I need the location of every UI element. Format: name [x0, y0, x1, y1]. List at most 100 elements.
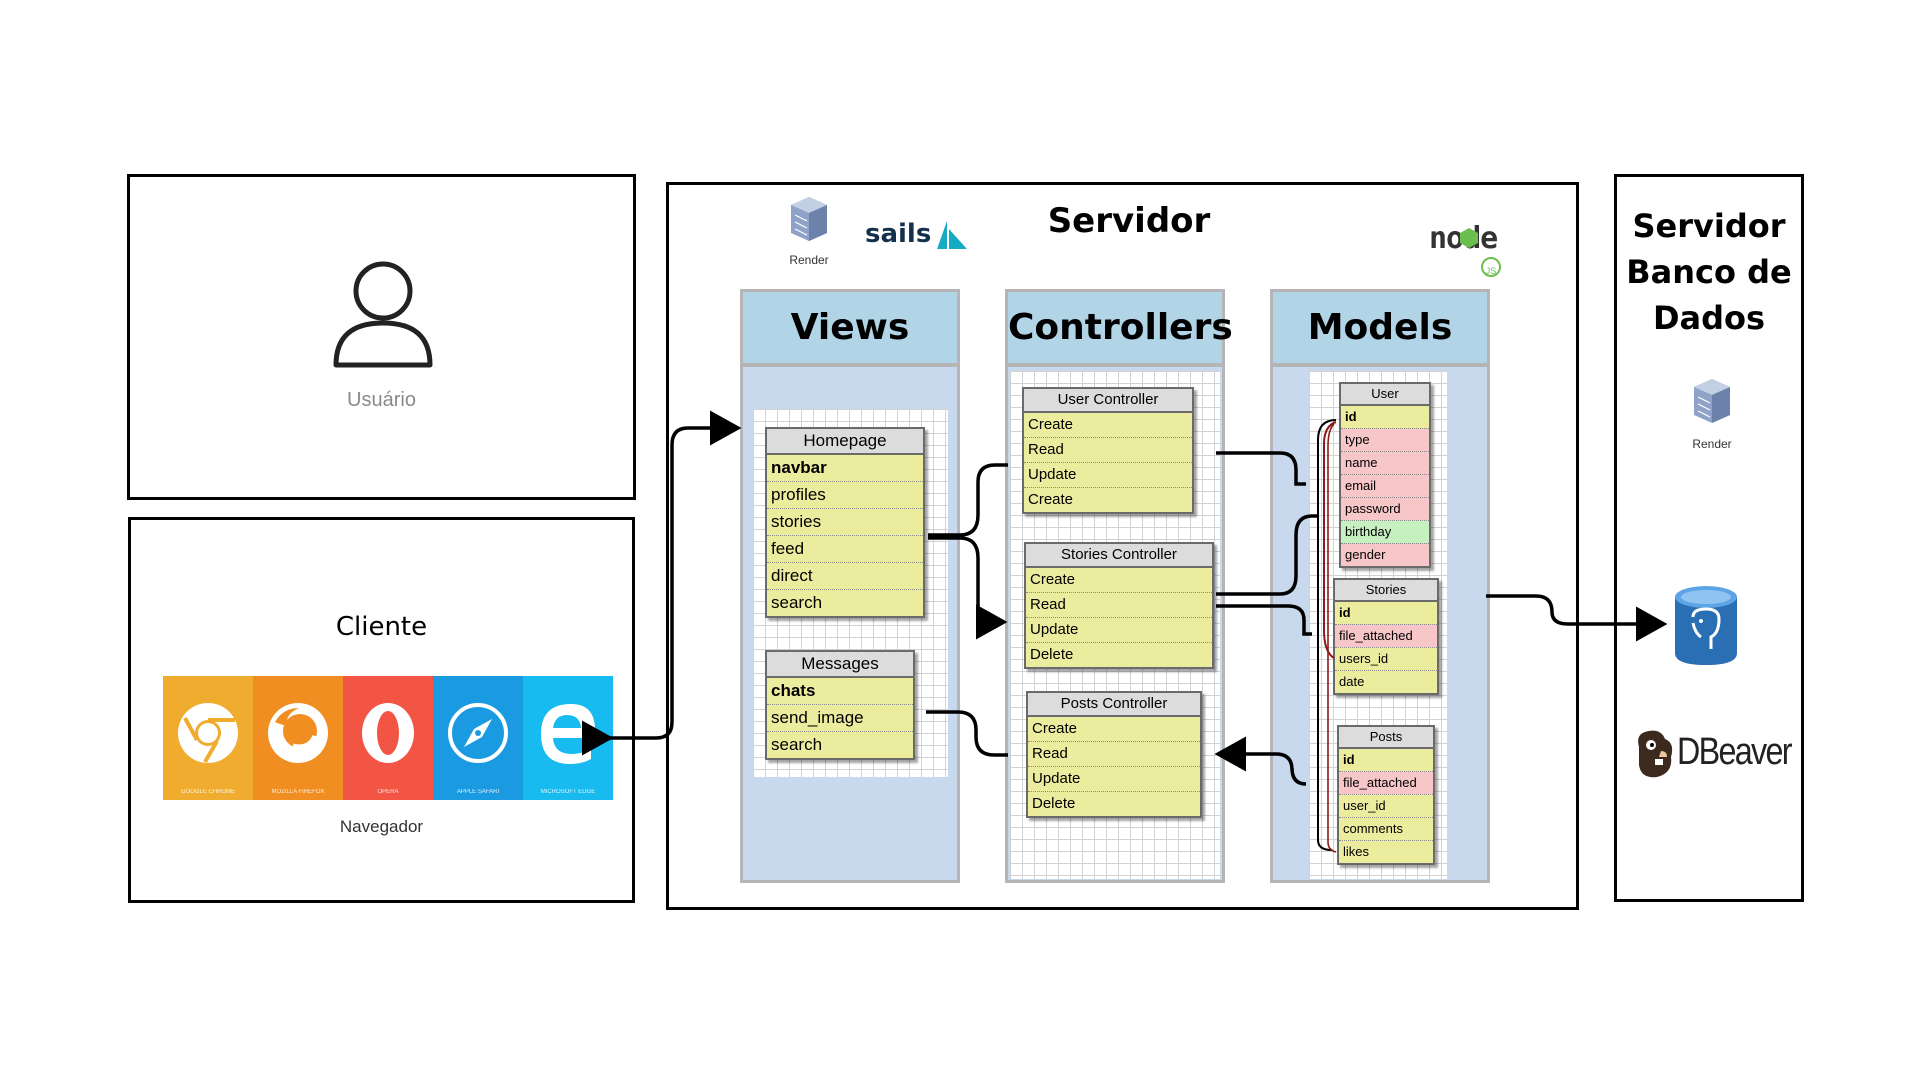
db-title-line-2: Banco de [1626, 253, 1792, 291]
homepage-row-stories: stories [767, 508, 923, 535]
models-column-title: Models [1273, 292, 1487, 367]
stories-controller-row-update: Update [1026, 617, 1212, 642]
messages-row-send-image: send_image [767, 704, 913, 731]
edge-caption: MICROSOFT EDGE [540, 789, 596, 795]
views-column: Views Homepage navbar profiles stories f… [740, 289, 960, 883]
controllers-column-body: User Controller Create Read Update Creat… [1008, 367, 1222, 880]
render-server-icon [791, 197, 827, 241]
user-panel: Usuário [127, 174, 636, 500]
sails-icon [937, 221, 967, 249]
browser-tile-firefox: MOZILLA FIREFOX [253, 676, 343, 800]
user-icon [333, 261, 433, 368]
browser-tile-edge: MICROSOFT EDGE [523, 676, 613, 800]
user-model-row-gender: gender [1341, 543, 1429, 566]
user-controller-row-read: Read [1024, 437, 1192, 462]
dbeaver-label: DBeaver [1677, 731, 1792, 773]
posts-model-row-id: id [1339, 749, 1433, 771]
user-model-row-id: id [1341, 406, 1429, 428]
models-column: Models User id type name email password … [1270, 289, 1490, 883]
posts-model-row-likes: likes [1339, 840, 1433, 863]
browser-tile-safari: APPLE SAFARI [433, 676, 523, 800]
dbeaver-logo: DBeaver [1631, 725, 1801, 781]
messages-table: Messages chats send_image search [765, 650, 915, 760]
messages-row-chats: chats [771, 681, 816, 700]
user-model-row-birthday: birthday [1341, 520, 1429, 543]
posts-controller-table: Posts Controller Create Read Update Dele… [1026, 691, 1202, 818]
browser-tile-chrome: GOOGLE CHROME [163, 676, 253, 800]
stories-model-row-file-attached: file_attached [1335, 624, 1437, 647]
stories-controller-row-read: Read [1026, 592, 1212, 617]
stories-model-row-users-id: users_id [1335, 647, 1437, 670]
messages-title: Messages [767, 652, 913, 678]
posts-controller-row-delete: Delete [1028, 791, 1200, 816]
postgres-db-icon [1675, 586, 1737, 665]
homepage-row-profiles: profiles [767, 481, 923, 508]
stories-controller-row-delete: Delete [1026, 642, 1212, 667]
server-panel: Render sails Servidor node JS Views Home… [666, 182, 1579, 910]
stories-model-row-date: date [1335, 670, 1437, 693]
safari-icon [448, 703, 508, 763]
user-controller-table: User Controller Create Read Update Creat… [1022, 387, 1194, 514]
user-model-row-name: name [1341, 451, 1429, 474]
user-model-title: User [1341, 384, 1429, 406]
firefox-icon [268, 703, 328, 763]
render-label: Render [789, 253, 829, 267]
user-controller-row-update: Update [1024, 462, 1192, 487]
node-logo: node JS [1429, 221, 1539, 281]
db-title: Servidor Banco de Dados [1617, 203, 1801, 341]
browsers-caption: Navegador [339, 817, 424, 836]
sails-label: sails [865, 219, 932, 249]
messages-row-search: search [767, 731, 913, 758]
controllers-column-title: Controllers [1008, 292, 1233, 367]
node-js-badge: JS [1481, 257, 1501, 277]
homepage-row-search: search [767, 589, 923, 616]
user-model-row-password: password [1341, 497, 1429, 520]
posts-model-row-user-id: user_id [1339, 794, 1433, 817]
homepage-title: Homepage [767, 429, 923, 455]
posts-model-table: Posts id file_attached user_id comments … [1337, 725, 1435, 865]
sails-logo: sails [865, 217, 975, 257]
node-hex-icon [1460, 228, 1478, 248]
stories-model-row-id: id [1335, 602, 1437, 624]
user-controller-row-create-2: Create [1024, 487, 1192, 512]
user-model-row-email: email [1341, 474, 1429, 497]
user-model-table: User id type name email password birthda… [1339, 382, 1431, 568]
node-js-label: JS [1485, 266, 1497, 276]
posts-model-title: Posts [1339, 727, 1433, 749]
chrome-caption: GOOGLE CHROME [180, 789, 236, 795]
edge-icon [541, 704, 595, 764]
user-controller-row-create: Create [1028, 416, 1074, 433]
stories-model-table: Stories id file_attached users_id date [1333, 578, 1439, 695]
db-panel: Servidor Banco de Dados Render DBeaver [1614, 174, 1804, 902]
firefox-caption: MOZILLA FIREFOX [271, 789, 325, 795]
stories-controller-row-create: Create [1030, 571, 1076, 588]
posts-controller-row-update: Update [1028, 766, 1200, 791]
user-label: Usuário [347, 389, 416, 411]
views-column-body: Homepage navbar profiles stories feed di… [743, 367, 957, 880]
db-title-line-1: Servidor [1632, 207, 1786, 245]
client-title: Cliente [335, 612, 428, 642]
user-model-row-type: type [1341, 428, 1429, 451]
chrome-icon [178, 703, 238, 763]
render-db-server-icon [1694, 379, 1730, 423]
models-column-body: User id type name email password birthda… [1273, 367, 1487, 880]
stories-model-title: Stories [1335, 580, 1437, 602]
db-title-line-3: Dados [1652, 299, 1766, 337]
stories-controller-title: Stories Controller [1026, 544, 1212, 568]
posts-controller-title: Posts Controller [1028, 693, 1200, 717]
posts-controller-row-read: Read [1028, 741, 1200, 766]
browser-tile-opera: OPERA [343, 676, 433, 800]
posts-model-row-comments: comments [1339, 817, 1433, 840]
opera-icon [362, 703, 414, 763]
homepage-table: Homepage navbar profiles stories feed di… [765, 427, 925, 618]
browser-strip: GOOGLE CHROME MOZILLA FIREFOX OPERA [163, 676, 613, 800]
db-render-label: Render [1692, 437, 1732, 451]
user-controller-title: User Controller [1024, 389, 1192, 413]
dbeaver-icon [1638, 730, 1673, 778]
opera-caption: OPERA [377, 789, 399, 795]
posts-model-row-file-attached: file_attached [1339, 771, 1433, 794]
homepage-row-feed: feed [767, 535, 923, 562]
stories-controller-table: Stories Controller Create Read Update De… [1024, 542, 1214, 669]
homepage-row-direct: direct [767, 562, 923, 589]
posts-controller-row-create: Create [1032, 720, 1078, 737]
